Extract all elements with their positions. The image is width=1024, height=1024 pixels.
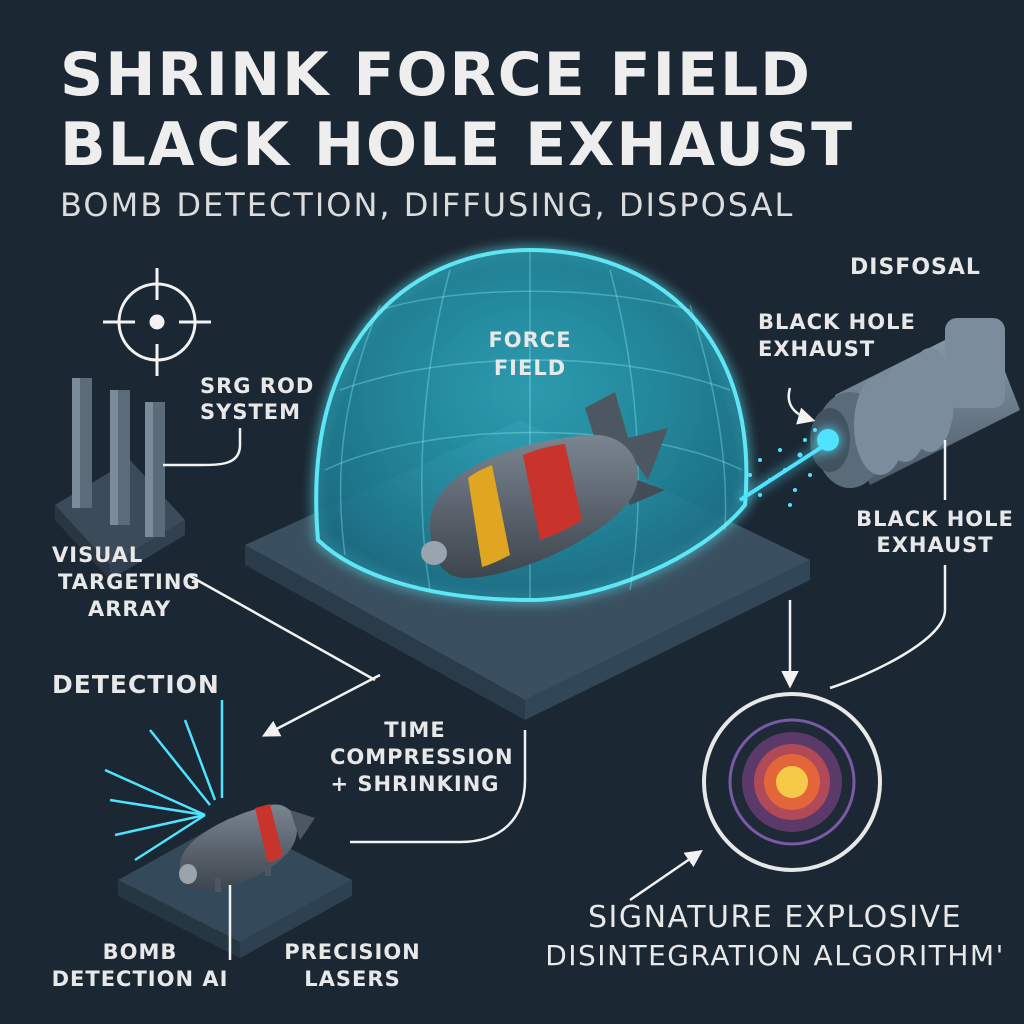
connector-srg-rod [163,428,242,467]
title-line-1: SHRINK FORCE FIELD [60,40,812,110]
label-bomb-ai-2: DETECTION AI [51,967,229,991]
label-disposal: DISFOSAL [850,255,981,280]
label-time-2: COMPRESSION [330,745,514,769]
label-lasers-2: LASERS [304,967,401,991]
label-algorithm-1: SIGNATURE EXPLOSIVE [587,900,963,935]
label-exhaust-top-1: BLACK HOLE [758,310,916,334]
connector-lines [163,387,947,960]
label-visual-2: TARGETING [58,570,201,594]
title-line-2: BLACK HOLE EXHAUST [60,110,855,180]
srg-rod-system [55,378,185,580]
connector-exhaust-to-target [829,565,947,690]
bomb-in-dome [421,392,668,579]
explosive-signature-target [702,692,882,872]
label-srg-rod-1: SRG ROD [200,374,315,398]
label-time-1: TIME [384,718,446,742]
label-exhaust-top-2: EXHAUST [758,337,876,361]
label-detection: DETECTION [52,670,220,699]
label-bomb-ai-1: BOMB [102,940,178,964]
label-force-field-2: FIELD [493,356,567,380]
black-hole-exhaust-device [810,318,1020,488]
label-exhaust-right-2: EXHAUST [876,533,994,557]
connector-targeting-array [187,573,376,682]
label-srg-rod-2: SYSTEM [200,400,302,424]
label-exhaust-right-1: BLACK HOLE [856,507,1014,531]
label-lasers-1: PRECISION [284,940,421,964]
label-force-field-1: FORCE [488,328,572,352]
arrow-to-exhaust-nozzle [787,387,816,425]
detection-rays [104,700,224,862]
exhaust-beam [738,428,827,507]
label-visual-3: ARRAY [88,597,172,621]
arrow-to-detection [261,673,381,737]
small-bomb [179,804,315,892]
crosshair-icon [103,268,211,376]
label-algorithm-2: DISINTEGRATION ALGORITHM' [545,939,1005,972]
arrow-algorithm-to-target [629,850,703,902]
label-time-3: + SHRINKING [330,772,500,796]
subtitle: BOMB DETECTION, DIFFUSING, DISPOSAL [60,186,795,224]
label-visual-1: VISUAL [52,543,144,567]
connector-time-compression [350,730,527,844]
